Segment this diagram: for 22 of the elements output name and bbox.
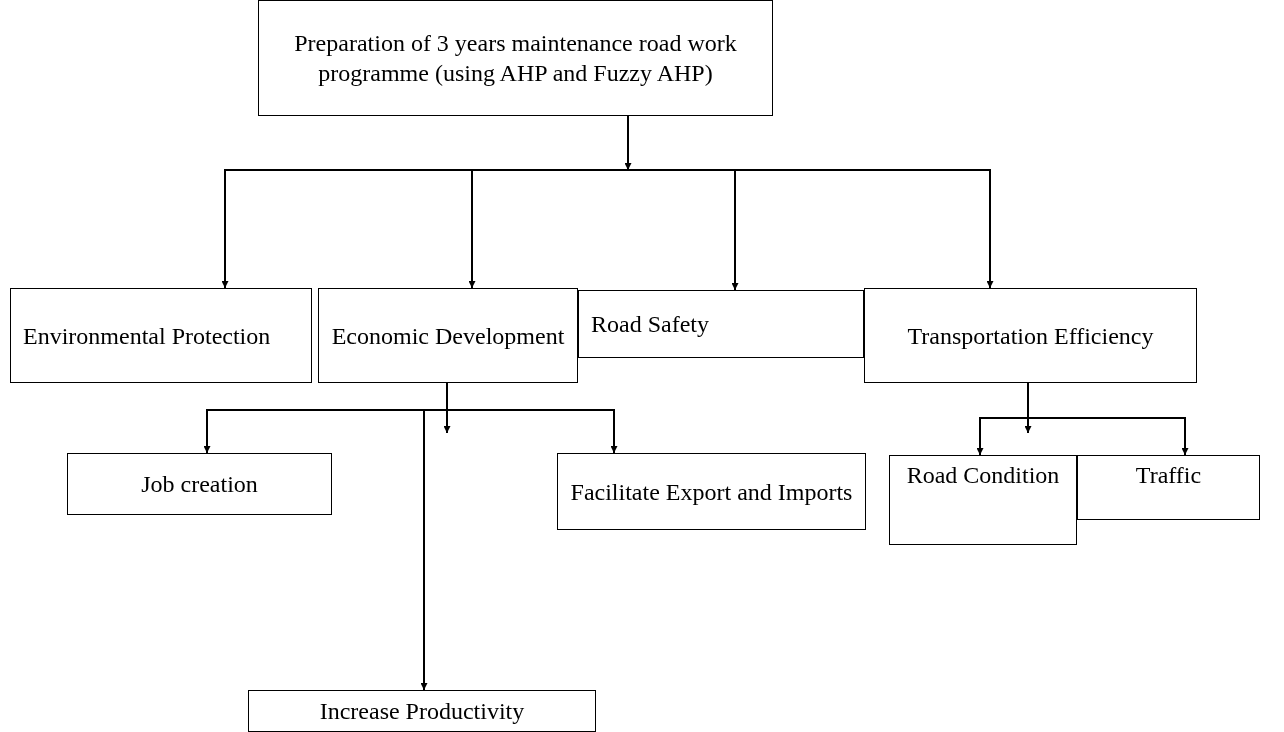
node-label: Transportation Efficiency bbox=[907, 321, 1154, 351]
node-label: Road Safety bbox=[591, 310, 709, 339]
node-label: Road Condition bbox=[906, 461, 1060, 490]
text-box bbox=[248, 690, 596, 732]
text-box bbox=[67, 453, 332, 515]
text-box bbox=[258, 0, 773, 116]
arrow bbox=[1027, 382, 1189, 456]
node-label: Traffic bbox=[1135, 461, 1202, 490]
text-box bbox=[889, 455, 1077, 545]
text-box bbox=[1077, 455, 1260, 520]
arrow bbox=[446, 382, 618, 454]
node-label: Preparation of 3 years maintenance road work programme (using AHP and Fuzzy AHP) bbox=[293, 29, 738, 88]
node-label: Economic Development bbox=[331, 321, 565, 351]
text-box bbox=[557, 453, 866, 530]
text-box bbox=[10, 288, 312, 383]
text-box bbox=[578, 290, 864, 358]
node-label: Environmental Protection bbox=[23, 321, 271, 351]
node-label: Facilitate Export and Imports bbox=[570, 477, 853, 507]
text-box bbox=[318, 288, 578, 383]
text-box bbox=[864, 288, 1197, 383]
node-label: Job creation bbox=[141, 470, 258, 499]
node-label: Increase Productivity bbox=[319, 697, 525, 726]
